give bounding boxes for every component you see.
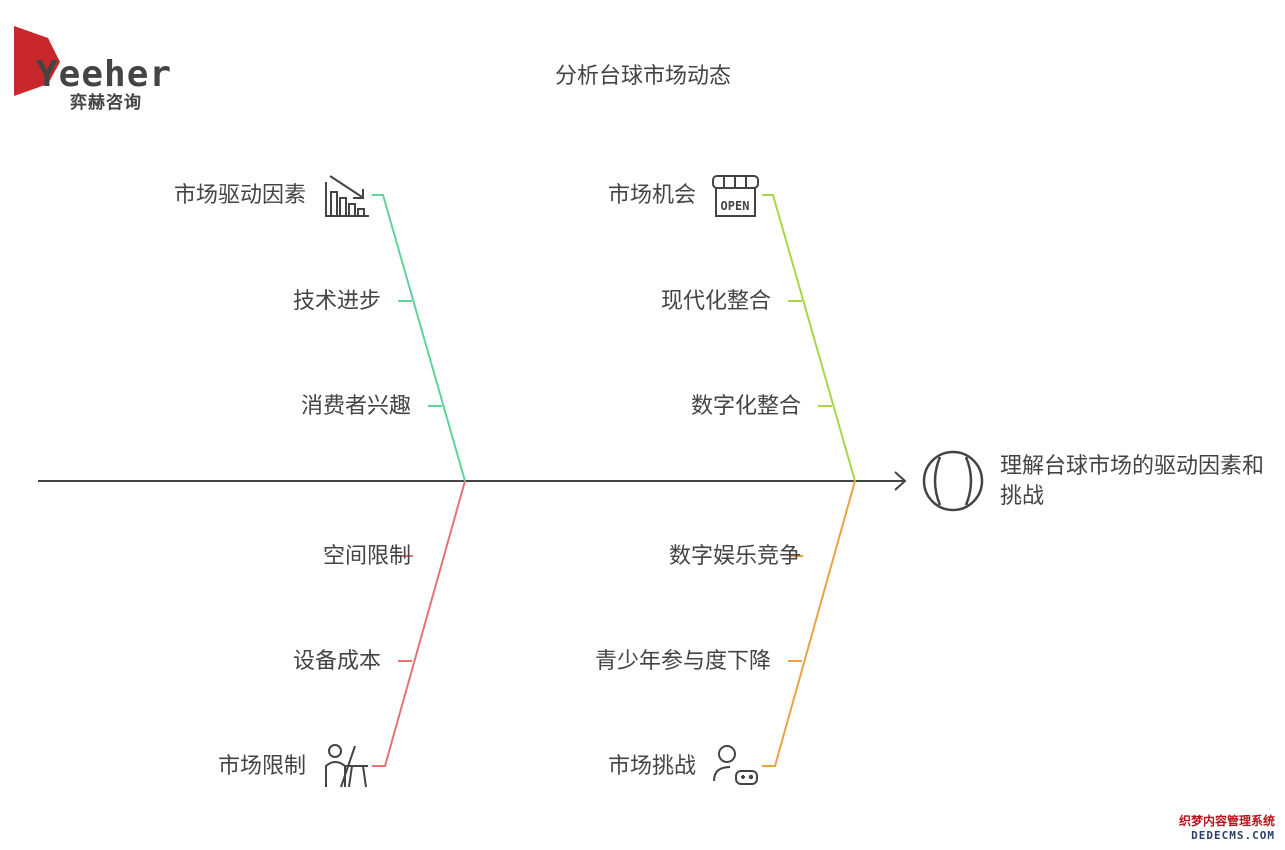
limits-bone [372, 480, 466, 767]
problem-statement: 理解台球市场的驱动因素和挑战 [1000, 454, 1265, 509]
diagram-title: 分析台球市场动态 [555, 64, 732, 89]
category-label-drivers: 市场驱动因素 [173, 183, 306, 208]
cause-label: 空间限制 [322, 544, 411, 569]
drivers-bone [372, 194, 466, 482]
person-gamepad-icon [713, 745, 758, 785]
category-label-opportunities: 市场机会 [607, 183, 696, 208]
watermark: 织梦内容管理系统 DEDECMS.COM [1179, 812, 1275, 842]
challenges-bone [762, 480, 856, 767]
logo-emblem [14, 26, 60, 96]
spine-arrowhead [894, 471, 907, 491]
logo: Yeeher 弈赫咨询 [8, 22, 173, 113]
watermark-line1: 织梦内容管理系统 [1178, 814, 1275, 828]
declining-bar-chart-icon [325, 175, 369, 217]
cause-label: 技术进步 [292, 289, 381, 314]
category-label-challenges: 市场挑战 [607, 754, 696, 779]
cause-label: 现代化整合 [660, 289, 771, 314]
cause-label: 数字娱乐竞争 [668, 544, 801, 569]
logo-word: Yeeher [36, 54, 173, 95]
opportunities-bone [762, 194, 856, 482]
cause-label: 消费者兴趣 [300, 394, 411, 419]
open-sign-icon: OPEN [721, 199, 750, 213]
cause-label: 数字化整合 [690, 394, 801, 419]
watermark-line2: DEDECMS.COM [1191, 829, 1275, 842]
open-shop-icon [712, 175, 759, 217]
cause-label: 青少年参与度下降 [594, 649, 771, 674]
logo-subtitle: 弈赫咨询 [70, 93, 142, 113]
cause-label: 设备成本 [292, 649, 381, 674]
billiard-ball-icon [922, 450, 984, 512]
category-label-limits: 市场限制 [217, 754, 306, 779]
person-easel-icon [325, 744, 368, 788]
